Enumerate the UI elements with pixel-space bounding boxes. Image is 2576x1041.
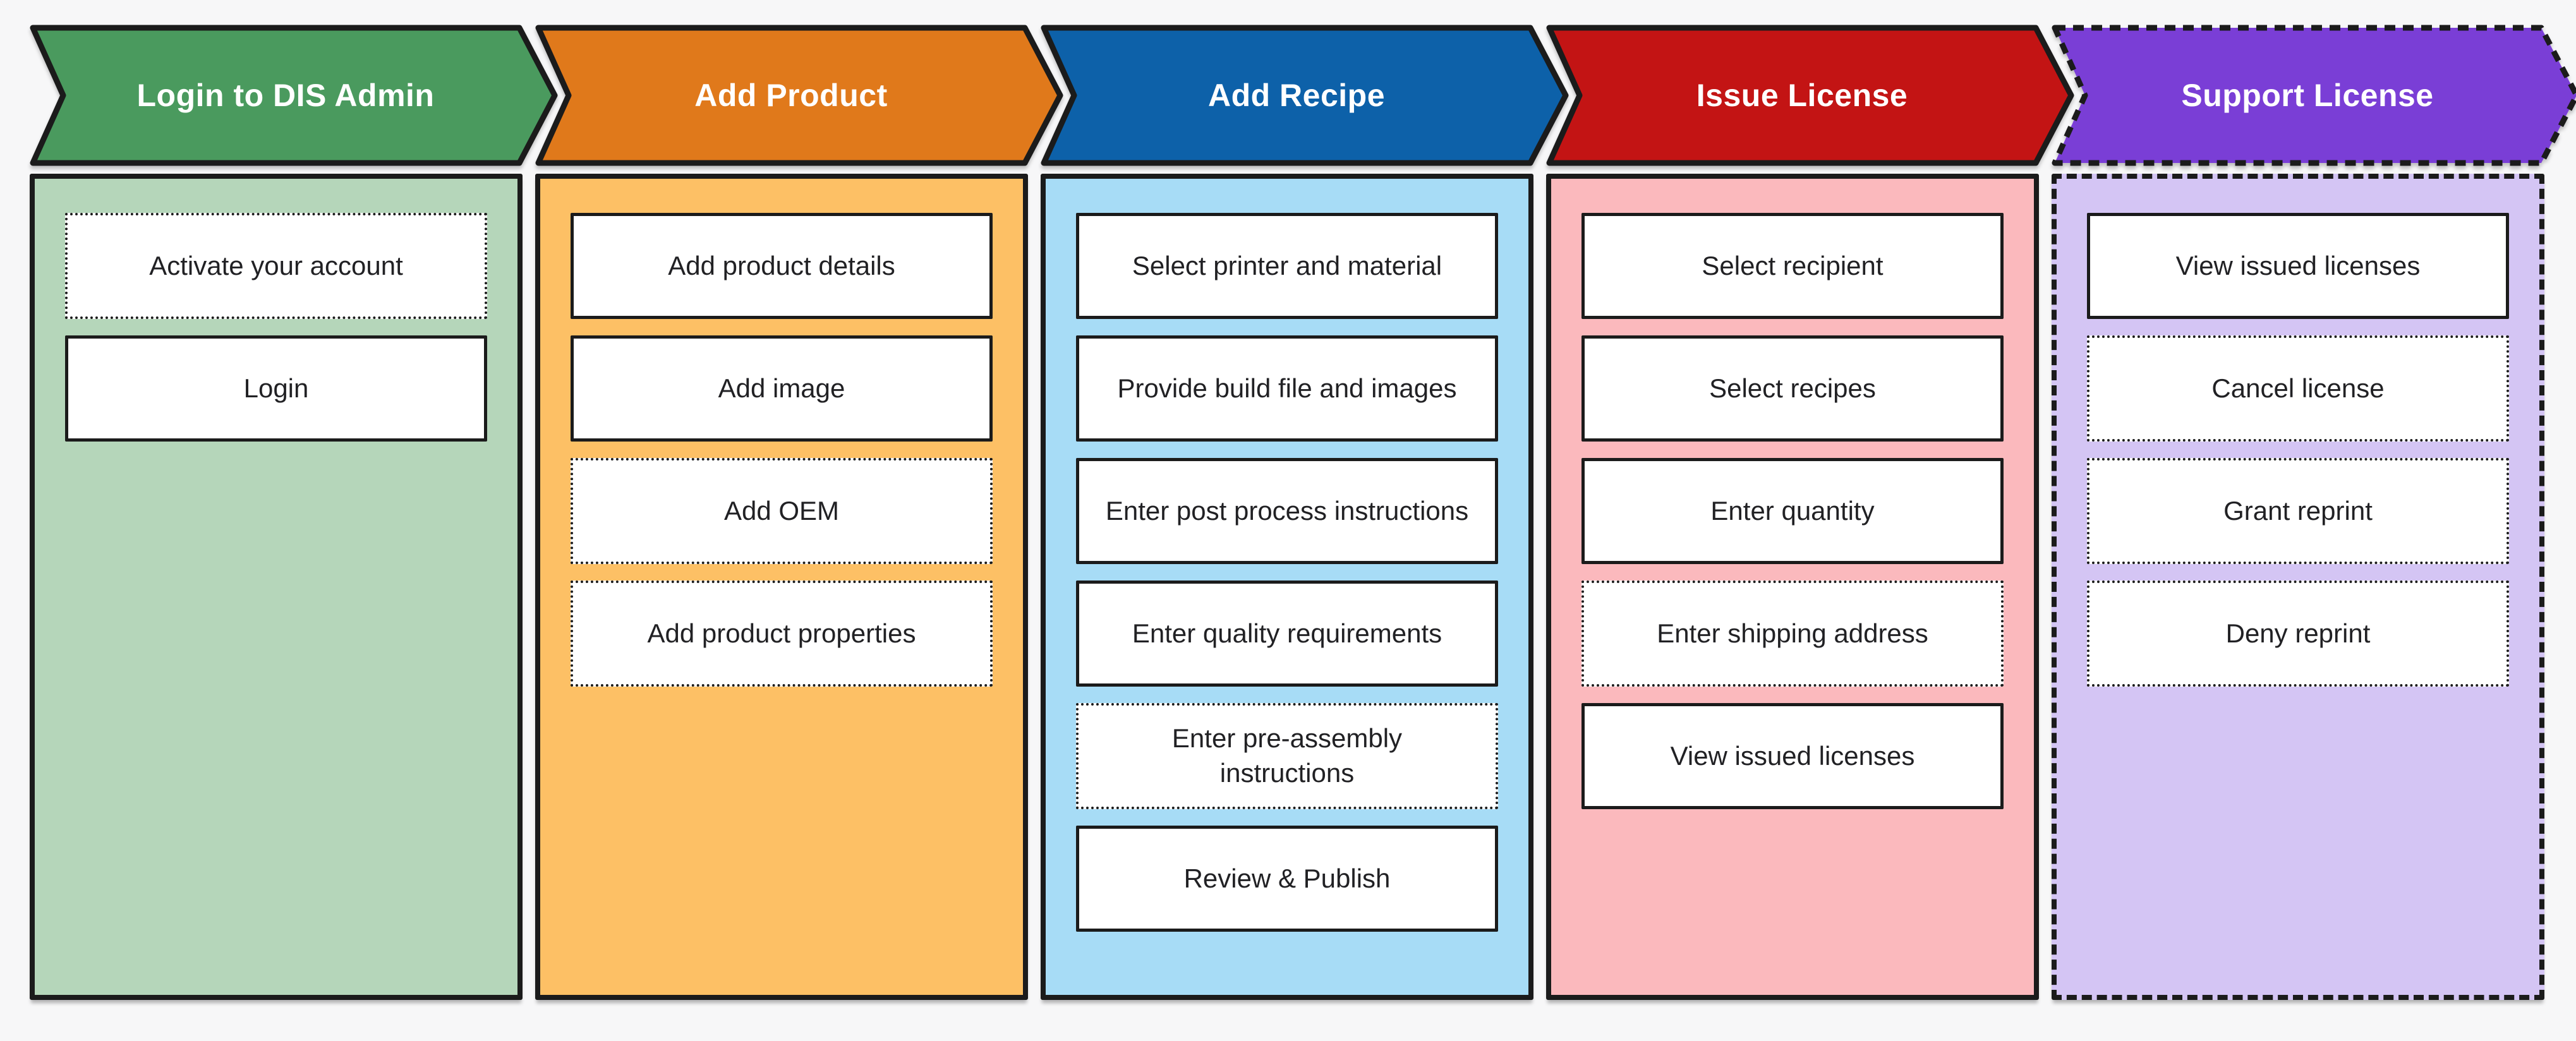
stage-arrow-shape bbox=[1546, 25, 2074, 166]
step-label: Enter quality requirements bbox=[1132, 618, 1442, 648]
step-box-add-recipe-3: Enter quality requirements bbox=[1076, 581, 1498, 687]
step-box-login-to-dis-admin-1: Login bbox=[65, 335, 487, 442]
stage-title: Add Recipe bbox=[1207, 78, 1386, 113]
step-label: Enter post process instructions bbox=[1105, 495, 1469, 526]
step-box-issue-license-4: View issued licenses bbox=[1581, 703, 2004, 809]
step-label: Add product properties bbox=[647, 618, 916, 648]
stage-column-login-to-dis-admin: Login to DIS Admin Activate your account… bbox=[30, 25, 558, 1000]
step-label: Add OEM bbox=[723, 495, 840, 526]
step-box-login-to-dis-admin-0: Activate your account bbox=[65, 213, 487, 319]
stage-header-support-license: Support License bbox=[2052, 25, 2576, 166]
step-label: Add image bbox=[718, 373, 845, 403]
stage-title: Login to DIS Admin bbox=[136, 78, 435, 113]
step-box-add-product-1: Add image bbox=[571, 335, 993, 442]
step-label: Enter quantity bbox=[1710, 495, 1875, 526]
step-label: Review & Publish bbox=[1183, 863, 1391, 893]
stage-column-support-license: Support License View issued licenses Can… bbox=[2052, 25, 2576, 1000]
step-label: View issued licenses bbox=[1670, 740, 1915, 771]
stage-arrow-shape bbox=[2052, 25, 2576, 166]
stage-arrow-shape bbox=[1041, 25, 1569, 166]
stage-title: Add Product bbox=[694, 78, 888, 113]
step-box-add-recipe-5: Review & Publish bbox=[1076, 826, 1498, 932]
step-box-add-product-3: Add product properties bbox=[571, 581, 993, 687]
step-label: Deny reprint bbox=[2225, 618, 2371, 648]
stage-panel-support-license: View issued licenses Cancel license Gran… bbox=[2052, 174, 2544, 1000]
step-label: Select recipient bbox=[1702, 250, 1884, 280]
step-label: Provide build file and images bbox=[1117, 373, 1457, 403]
step-label: Enter shipping address bbox=[1657, 618, 1928, 648]
step-label: Cancel license bbox=[2211, 373, 2385, 403]
stage-panel-login-to-dis-admin: Activate your account Login bbox=[30, 174, 523, 1000]
step-box-issue-license-1: Select recipes bbox=[1581, 335, 2004, 442]
step-box-issue-license-2: Enter quantity bbox=[1581, 458, 2004, 564]
stage-column-add-recipe: Add Recipe Select printer and material P… bbox=[1041, 25, 1569, 1000]
step-box-issue-license-3: Enter shipping address bbox=[1581, 581, 2004, 687]
step-label: Select recipes bbox=[1709, 373, 1876, 403]
stage-panel-issue-license: Select recipient Select recipes Enter qu… bbox=[1546, 174, 2039, 1000]
step-box-support-license-1: Cancel license bbox=[2087, 335, 2509, 442]
stage-panel-add-recipe: Select printer and material Provide buil… bbox=[1041, 174, 1533, 1000]
step-box-add-recipe-1: Provide build file and images bbox=[1076, 335, 1498, 442]
step-label: Select printer and material bbox=[1132, 250, 1442, 280]
stage-header-add-product: Add Product bbox=[535, 25, 1065, 166]
step-box-support-license-0: View issued licenses bbox=[2087, 213, 2509, 319]
step-box-add-product-2: Add OEM bbox=[571, 458, 993, 564]
step-label: Activate your account bbox=[149, 250, 403, 280]
stage-column-add-product: Add Product Add product details Add imag… bbox=[535, 25, 1063, 1000]
step-box-add-product-0: Add product details bbox=[571, 213, 993, 319]
step-label: Enter pre-assembly instructions bbox=[1171, 723, 1403, 788]
step-box-support-license-3: Deny reprint bbox=[2087, 581, 2509, 687]
stage-panel-add-product: Add product details Add image Add OEM Ad… bbox=[535, 174, 1028, 1000]
step-box-add-recipe-4: Enter pre-assembly instructions bbox=[1076, 703, 1498, 809]
step-label: Grant reprint bbox=[2223, 495, 2373, 526]
stage-header-issue-license: Issue License bbox=[1546, 25, 2076, 166]
step-label: Login bbox=[243, 373, 309, 403]
stage-title: Support License bbox=[2181, 78, 2434, 113]
step-label: Add product details bbox=[668, 250, 895, 280]
step-box-support-license-2: Grant reprint bbox=[2087, 458, 2509, 564]
step-box-add-recipe-0: Select printer and material bbox=[1076, 213, 1498, 319]
stage-column-issue-license: Issue License Select recipient Select re… bbox=[1546, 25, 2074, 1000]
stage-arrow-shape bbox=[30, 25, 558, 166]
step-box-add-recipe-2: Enter post process instructions bbox=[1076, 458, 1498, 564]
step-label: View issued licenses bbox=[2175, 250, 2421, 280]
stage-title: Issue License bbox=[1696, 78, 1908, 113]
stage-header-add-recipe: Add Recipe bbox=[1041, 25, 1570, 166]
stage-arrow-shape bbox=[535, 25, 1063, 166]
stage-header-login-to-dis-admin: Login to DIS Admin bbox=[30, 25, 559, 166]
step-box-issue-license-0: Select recipient bbox=[1581, 213, 2004, 319]
process-flow-board: Login to DIS Admin Activate your account… bbox=[30, 25, 2576, 1000]
